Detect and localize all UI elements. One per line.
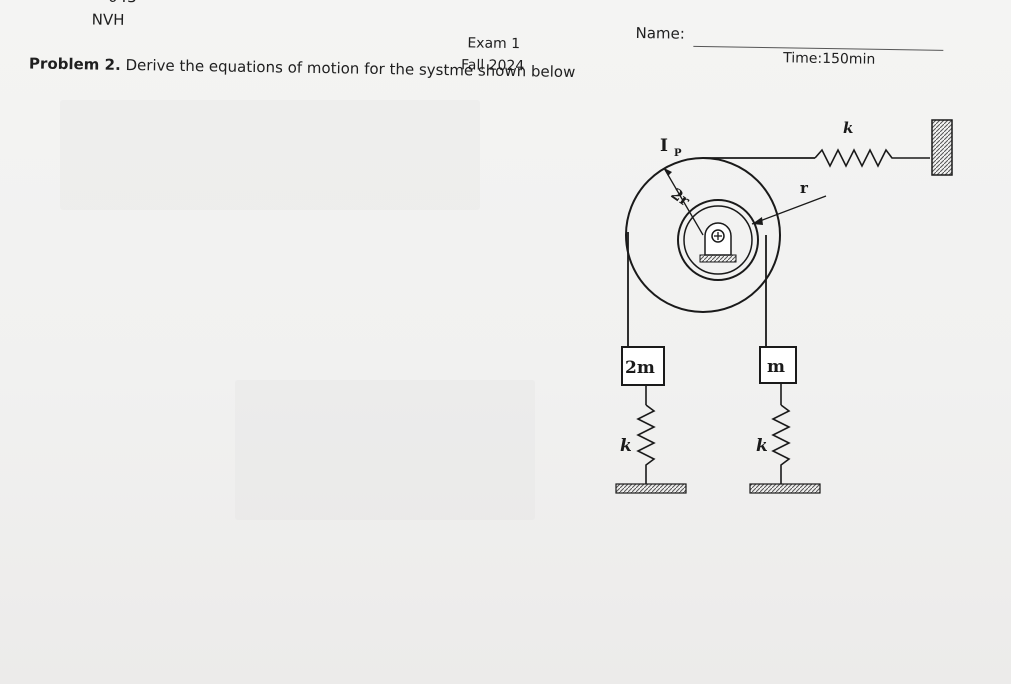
- inner-drum: [677, 199, 759, 281]
- inner-radius-label: r: [800, 179, 809, 197]
- top-spring: [814, 148, 930, 168]
- left-spring-label: k: [620, 436, 632, 456]
- inner-radius-arrow: [751, 195, 827, 225]
- right-mass-block: [759, 346, 797, 384]
- right-spring-label: k: [756, 436, 768, 456]
- right-mass-label: m: [767, 357, 785, 377]
- inertia-subscript: P: [674, 148, 682, 159]
- outer-radius-arrowhead: [664, 168, 672, 176]
- bleed-through-text: [60, 100, 480, 210]
- right-ground: [749, 483, 821, 494]
- left-ground: [615, 483, 687, 494]
- inner-drum-rim: [683, 205, 753, 275]
- left-mass-block: [621, 346, 665, 386]
- left-mass-label: 2m: [625, 358, 655, 378]
- outer-radius-arrow: [663, 167, 704, 236]
- left-spring: [636, 404, 656, 484]
- inner-radius-arrowhead: [752, 217, 763, 225]
- outer-radius-label: 2r: [668, 185, 694, 211]
- pivot-bearing: [699, 222, 737, 263]
- right-wall: [931, 119, 953, 176]
- inertia-label: I: [660, 136, 668, 156]
- top-spring-label: k: [843, 119, 853, 137]
- bleed-through-figure: [235, 380, 535, 520]
- right-spring: [771, 404, 791, 484]
